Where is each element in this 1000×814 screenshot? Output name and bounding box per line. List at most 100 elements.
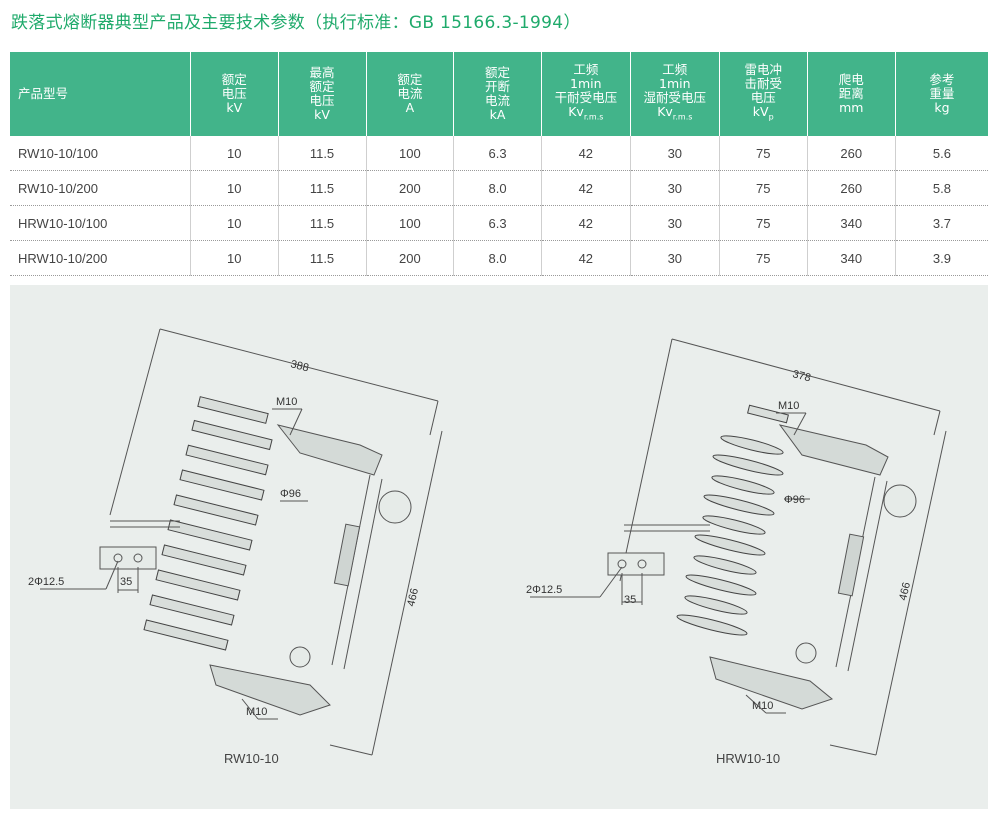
hrw10-caption: HRW10-10	[716, 751, 780, 766]
column-header-line: 开断	[485, 79, 511, 94]
value-cell: 200	[365, 240, 454, 276]
column-header-line: 额定	[309, 79, 335, 94]
value-cell: 75	[718, 205, 808, 241]
column-header-line: 工频	[662, 62, 688, 78]
column-header-line: 产品型号	[18, 86, 69, 101]
value-cell: 100	[365, 136, 454, 171]
value-cell: 11.5	[277, 170, 366, 206]
hrw10-spacing-label: 35	[624, 594, 636, 606]
value-cell: 42	[540, 136, 631, 171]
model-cell: RW10-10/100	[10, 136, 191, 171]
value-cell: 5.6	[894, 136, 988, 171]
value-cell: 6.3	[453, 205, 542, 241]
hrw10-hole-label: 2Φ12.5	[526, 584, 562, 596]
value-cell: 340	[806, 240, 896, 276]
column-header-line: 1min	[570, 76, 602, 92]
value-cell: 30	[629, 136, 720, 171]
column-header-unit: kVp	[722, 105, 805, 125]
unit-subscript: r.m.s	[583, 112, 604, 122]
column-header-line: 距离	[838, 86, 864, 101]
rw10-caption: RW10-10	[224, 751, 279, 766]
technical-drawing-panel: 388 466 M10 Φ96 2Φ12.5 35 M10 RW10-10 37…	[10, 285, 988, 809]
value-cell: 3.7	[894, 205, 988, 241]
column-header-line: 击耐受	[744, 76, 782, 92]
value-cell: 100	[365, 205, 454, 241]
column-header-line: 干耐受电压	[554, 90, 618, 106]
column-header-line: 电流	[485, 93, 511, 108]
value-cell: 30	[629, 240, 720, 276]
column-header-line: 工频	[573, 62, 599, 78]
value-cell: 30	[629, 205, 720, 241]
model-cell: RW10-10/200	[10, 170, 191, 206]
value-cell: 8.0	[453, 170, 542, 206]
column-header-line: 额定	[485, 65, 511, 80]
value-cell: 10	[190, 136, 278, 171]
rw10-hole-label: 2Φ12.5	[28, 576, 64, 588]
rw10-spacing-label: 35	[120, 576, 132, 588]
column-header-line: 1min	[659, 76, 691, 92]
column-header-line: A	[405, 100, 415, 115]
value-cell: 200	[365, 170, 454, 206]
column-header-line: 电压	[221, 86, 247, 101]
column-header-line: 电流	[397, 86, 423, 101]
hrw10-drawing	[530, 338, 947, 756]
rw10-diameter-label: Φ96	[280, 488, 301, 500]
unit-subscript: p	[768, 112, 774, 122]
model-cell: HRW10-10/200	[10, 240, 191, 276]
hrw10-bottom-bolt-label: M10	[752, 700, 773, 712]
column-header-unit: Kvr.m.s	[544, 105, 628, 125]
column-header-line: 参考	[929, 72, 955, 87]
rw10-height-dim: 466	[405, 587, 421, 608]
column-header-line: 湿耐受电压	[643, 90, 707, 106]
value-cell: 42	[540, 205, 631, 241]
value-cell: 10	[190, 205, 278, 241]
value-cell: 11.5	[277, 136, 366, 171]
value-cell: 8.0	[453, 240, 542, 276]
value-cell: 260	[806, 170, 896, 206]
rw10-width-dim: 388	[289, 358, 310, 374]
value-cell: 11.5	[277, 205, 366, 241]
column-header-line: kV	[226, 100, 243, 115]
rw10-top-bolt-label: M10	[276, 396, 297, 408]
value-cell: 340	[806, 205, 896, 241]
column-header-line: 雷电冲	[744, 62, 782, 78]
column-header-line: 重量	[929, 86, 955, 101]
hrw10-diameter-label: Φ96	[784, 494, 805, 506]
value-cell: 75	[718, 170, 808, 206]
value-cell: 42	[540, 170, 631, 206]
column-header-line: 电压	[750, 90, 776, 106]
value-cell: 42	[540, 240, 631, 276]
hrw10-height-dim: 466	[897, 581, 913, 602]
unit-subscript: r.m.s	[672, 112, 693, 122]
column-header-line: kg	[934, 100, 950, 115]
dimension-drawings: 388 466 M10 Φ96 2Φ12.5 35 M10 RW10-10 37…	[28, 328, 947, 766]
column-header-line: kV	[314, 107, 330, 122]
column-header-line: kA	[489, 107, 506, 122]
value-cell: 260	[806, 136, 896, 171]
model-cell: HRW10-10/100	[10, 205, 191, 241]
column-header-line: 爬电	[838, 72, 864, 87]
value-cell: 5.8	[894, 170, 988, 206]
unit-text: kV	[752, 104, 769, 120]
value-cell: 75	[718, 136, 808, 171]
rw10-bottom-bolt-label: M10	[246, 706, 267, 718]
page-title: 跌落式熔断器典型产品及主要技术参数（执行标准：GB 15166.3-1994）	[11, 13, 581, 33]
value-cell: 10	[190, 170, 278, 206]
column-header-line: 电压	[309, 93, 335, 108]
value-cell: 3.9	[894, 240, 988, 276]
